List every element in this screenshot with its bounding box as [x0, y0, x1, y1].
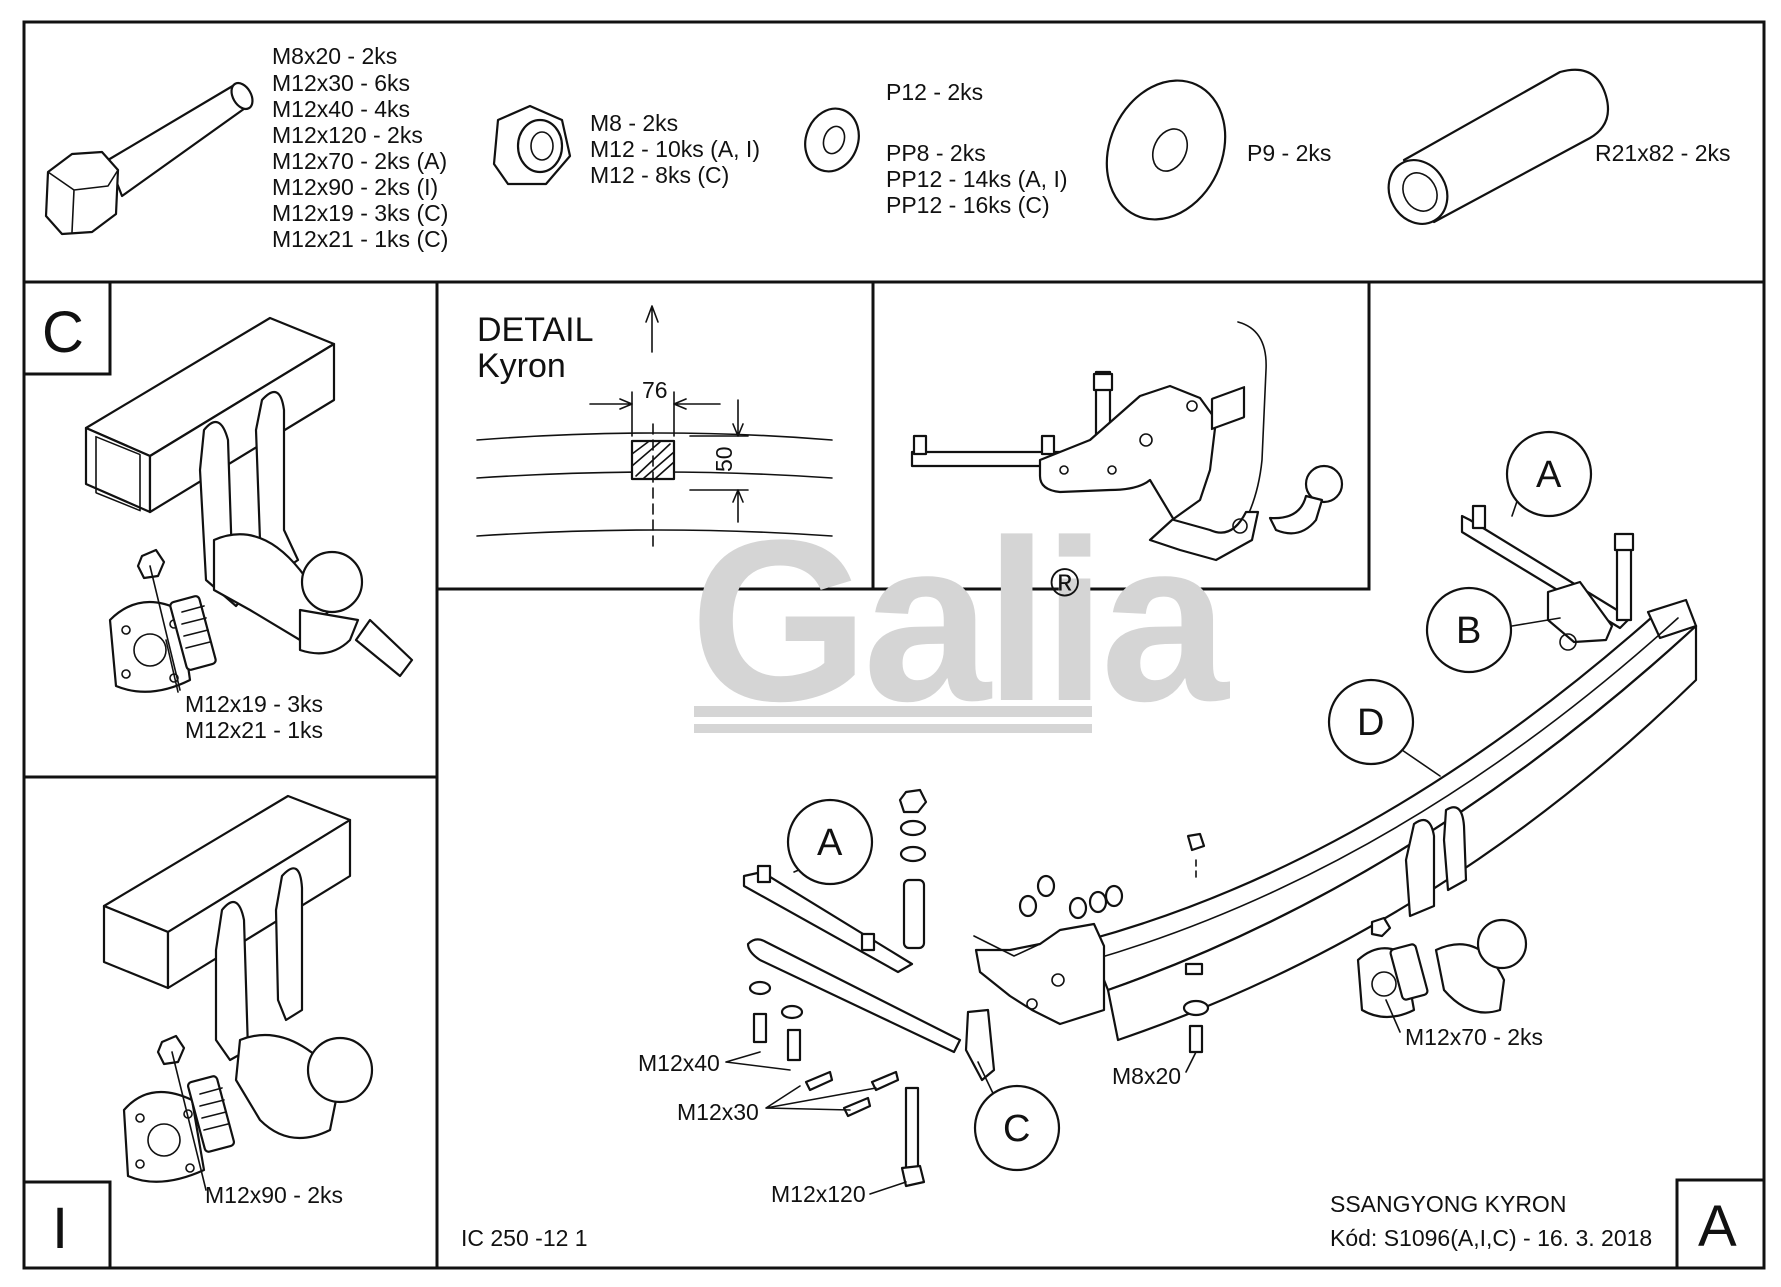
logo-underline-1: [694, 706, 1092, 717]
callout-b: B: [1456, 610, 1481, 652]
washer-flat-spec-0: PP8 - 2ks: [886, 140, 986, 166]
washer-icon: [804, 107, 860, 173]
drawing-number: IC 250 -12 1: [461, 1225, 588, 1251]
detail-title-line1: DETAIL: [477, 311, 594, 349]
nut-spec-0: M8 - 2ks: [590, 110, 678, 136]
parts-row: M8x20 - 2ks M12x30 - 6ks M12x40 - 4ks M1…: [44, 43, 1731, 252]
variant-i-label: M12x90 - 2ks: [205, 1182, 343, 1208]
bolt-spec-7: M12x21 - 1ks (C): [272, 226, 448, 252]
large-washer-spec: P9 - 2ks: [1247, 140, 1331, 166]
variant-letter-a: A: [1698, 1194, 1737, 1259]
variant-letter-c: C: [42, 300, 84, 365]
towbar-c-drawing: [84, 316, 414, 693]
bolt-spec-2: M12x40 - 4ks: [272, 96, 410, 122]
side-view-drawing: [910, 321, 1344, 562]
towbar-i-drawing: [102, 794, 374, 1191]
detail-section-drawing: [476, 391, 833, 553]
spacer-tube-icon: [1387, 68, 1610, 225]
detail-dim-height: 50: [711, 446, 737, 472]
bolt-icon: [44, 81, 254, 236]
ball-hitch-a: [1356, 806, 1528, 1019]
galia-logo: Galia ®: [690, 492, 1237, 749]
callout-d: D: [1357, 702, 1384, 744]
detail-title-line2: Kyron: [477, 347, 566, 385]
footer: A IC 250 -12 1 SSANGYONG KYRON Kód: S109…: [461, 1178, 1766, 1270]
callout-a-left: A: [817, 822, 843, 864]
hardware-small: [748, 832, 1210, 1118]
callout-a-top: A: [1536, 454, 1562, 496]
nut-spec-2: M12 - 8ks (C): [590, 162, 729, 188]
nut-icon: [492, 104, 572, 186]
bolt-stack-m12x120: [898, 788, 928, 1188]
drawing-frame: [22, 20, 1766, 1270]
label-m8x20: M8x20: [1112, 1063, 1181, 1089]
logo-registered: ®: [1050, 561, 1079, 605]
vehicle-name: SSANGYONG KYRON: [1330, 1191, 1566, 1217]
panel-variant-c: C M12x19 - 3ks M12x21 - 1ks: [22, 280, 414, 743]
bolt-spec-3: M12x120 - 2ks: [272, 122, 423, 148]
drawing-code: Kód: S1096(A,I,C) - 16. 3. 2018: [1330, 1225, 1652, 1251]
bolt-spec-5: M12x90 - 2ks (I): [272, 174, 438, 200]
washer-flat-spec-2: PP12 - 16ks (C): [886, 192, 1050, 218]
assembly-drawing: A B D A C M12x40 M12x30 M12x120 M8x20 M1…: [638, 430, 1698, 1207]
variant-letter-i: I: [52, 1196, 68, 1261]
washer-flat-spec-1: PP12 - 14ks (A, I): [886, 166, 1068, 192]
detail-dim-width: 76: [642, 377, 668, 403]
washer-small-spec: P12 - 2ks: [886, 79, 983, 105]
panel-variant-i: I M12x90 - 2ks: [22, 794, 374, 1270]
bolt-spec-6: M12x19 - 3ks (C): [272, 200, 448, 226]
variant-c-label-0: M12x19 - 3ks: [185, 691, 323, 717]
bolt-spec-4: M12x70 - 2ks (A): [272, 148, 447, 174]
label-m12x30: M12x30: [677, 1099, 759, 1125]
bolt-spec-1: M12x30 - 6ks: [272, 70, 410, 96]
nut-spec-1: M12 - 10ks (A, I): [590, 136, 760, 162]
label-m12x40: M12x40: [638, 1050, 720, 1076]
spacer-spec: R21x82 - 2ks: [1595, 140, 1731, 166]
label-m12x70: M12x70 - 2ks: [1405, 1024, 1543, 1050]
callout-c: C: [1003, 1108, 1030, 1150]
large-washer-icon: [1105, 79, 1227, 221]
logo-underline-2: [694, 724, 1092, 733]
label-m12x120: M12x120: [771, 1181, 866, 1207]
bolt-spec-0: M8x20 - 2ks: [272, 43, 397, 69]
panel-detail: DETAIL Kyron 76 50: [476, 305, 833, 553]
variant-c-label-1: M12x21 - 1ks: [185, 717, 323, 743]
